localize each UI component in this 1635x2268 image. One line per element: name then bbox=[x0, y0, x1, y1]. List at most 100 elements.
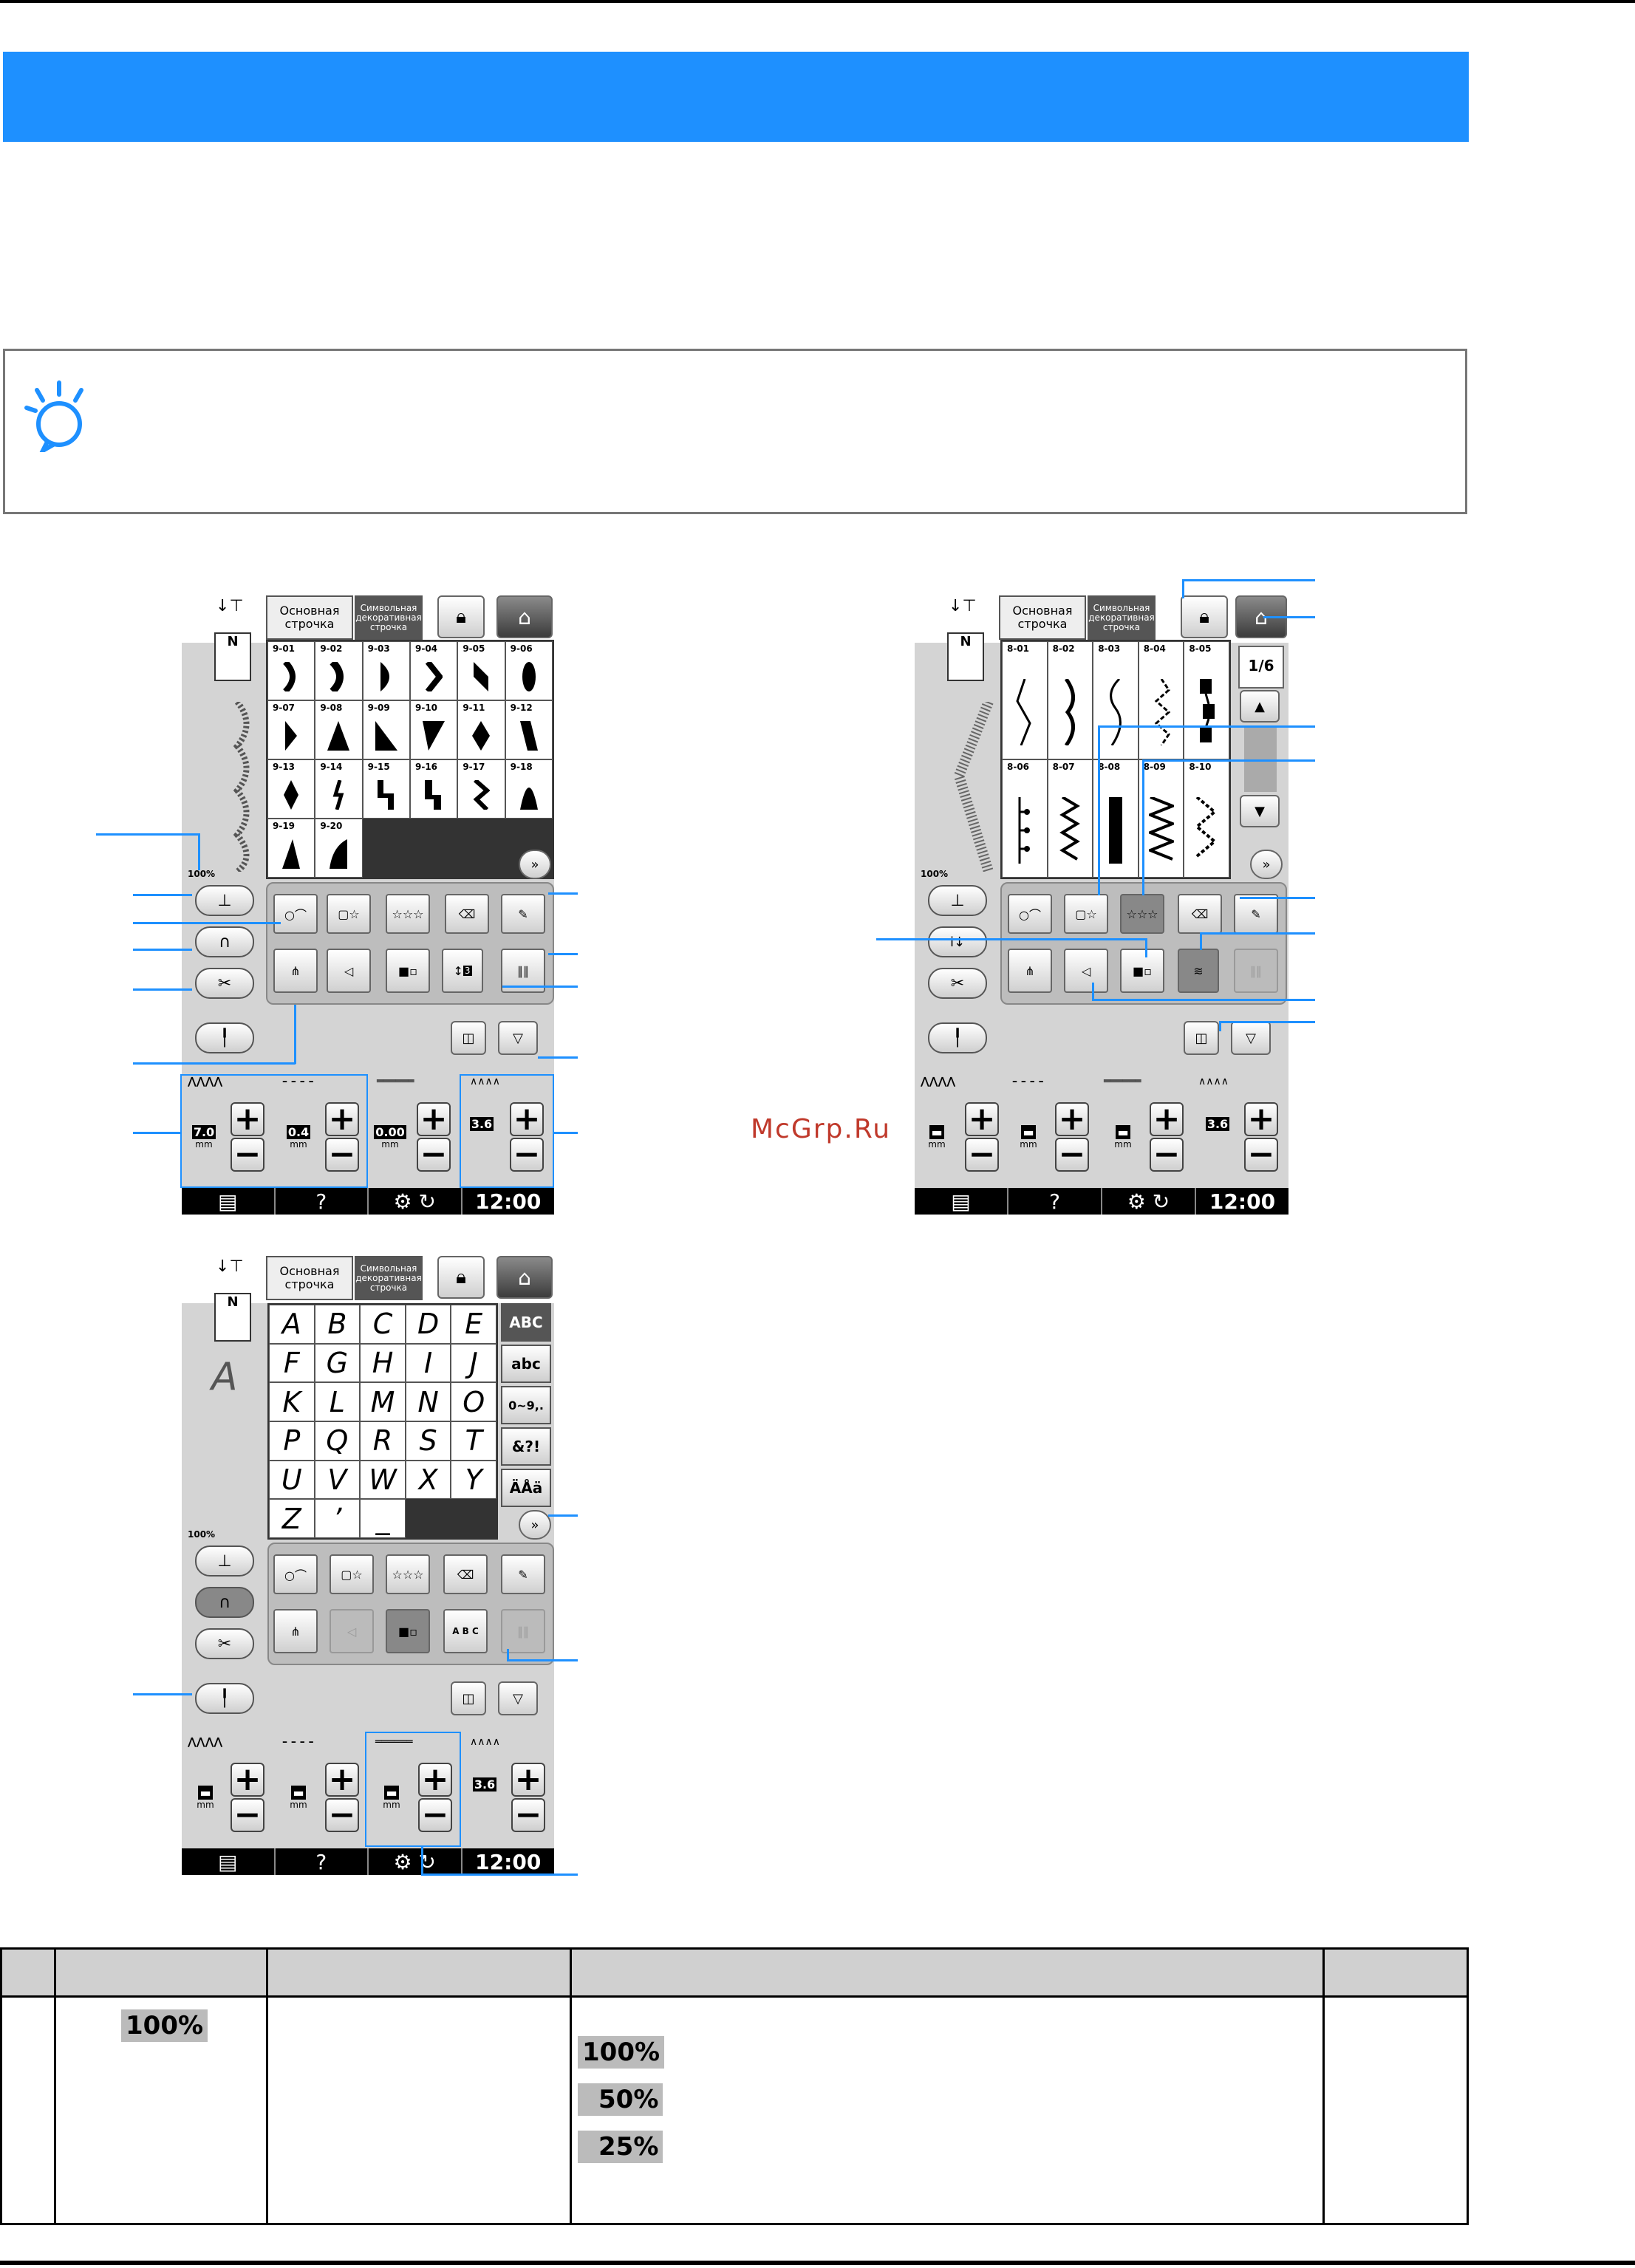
thread-cutter-button[interactable]: ✂ bbox=[928, 968, 987, 999]
twin-needle-icon[interactable]: ∥∥ bbox=[1234, 949, 1278, 993]
width-minus-button[interactable]: − bbox=[965, 1138, 999, 1172]
tension-minus-button[interactable]: − bbox=[418, 1798, 452, 1832]
stitch-cell[interactable]: 8-04 bbox=[1138, 641, 1184, 759]
tension-minus-button[interactable]: − bbox=[417, 1138, 451, 1172]
char-key[interactable]: O bbox=[451, 1382, 496, 1421]
stitch-cell[interactable]: 9-14 bbox=[315, 759, 363, 819]
stitch-cell[interactable]: 8-09 bbox=[1138, 759, 1184, 878]
length-minus-button[interactable]: − bbox=[325, 1138, 359, 1172]
tab-basic-stitch[interactable]: Основная строчка bbox=[266, 595, 353, 640]
expand-chevron-icon[interactable]: » bbox=[1250, 850, 1283, 879]
needle-position-button[interactable]: ∩ bbox=[195, 1587, 254, 1618]
char-key[interactable]: U bbox=[269, 1460, 315, 1500]
char-key[interactable]: D bbox=[405, 1305, 451, 1344]
length-plus-button[interactable]: + bbox=[325, 1763, 359, 1797]
stitch-cell[interactable]: 9-01 bbox=[267, 641, 315, 700]
expand-chevron-icon[interactable]: » bbox=[519, 850, 551, 879]
home-icon[interactable]: ⌂ bbox=[496, 1256, 553, 1299]
stitch-cell[interactable]: 9-07 bbox=[267, 700, 315, 759]
tab-character-decorative[interactable]: Символьная декоративная строчка bbox=[1088, 595, 1156, 640]
char-key[interactable]: F bbox=[269, 1343, 315, 1383]
tab-basic-stitch[interactable]: Основная строчка bbox=[999, 595, 1086, 640]
stitch-cell[interactable]: 8-03 bbox=[1093, 641, 1139, 759]
stitch-cell[interactable]: 8-07 bbox=[1047, 759, 1093, 878]
stitch-cell[interactable]: 9-20 bbox=[315, 819, 363, 878]
repeat-pattern-icon[interactable]: ☆☆☆ bbox=[386, 1554, 430, 1594]
char-key[interactable]: M bbox=[360, 1382, 406, 1421]
stitch-cell[interactable]: 9-11 bbox=[457, 700, 505, 759]
stitch-cell[interactable]: 9-15 bbox=[362, 759, 410, 819]
settings-icon[interactable]: ⚙ ↻ bbox=[369, 1848, 462, 1875]
stitch-cell[interactable]: 9-16 bbox=[410, 759, 458, 819]
manual-icon[interactable]: ◫ bbox=[451, 1021, 486, 1055]
char-key[interactable]: S bbox=[405, 1421, 451, 1461]
char-key[interactable]: V bbox=[314, 1460, 361, 1500]
char-key[interactable]: I bbox=[405, 1343, 451, 1383]
font-uppercase-button[interactable]: ABC bbox=[501, 1303, 551, 1342]
stitch-combination-icon[interactable]: ▢☆ bbox=[327, 894, 371, 934]
char-key[interactable]: Z bbox=[269, 1499, 315, 1538]
char-key[interactable]: A bbox=[269, 1305, 315, 1344]
stitch-cell[interactable]: 8-10 bbox=[1184, 759, 1229, 878]
stitch-cell[interactable]: 8-05 bbox=[1184, 641, 1229, 759]
stitch-cell[interactable]: 9-10 bbox=[410, 700, 458, 759]
char-key[interactable]: K bbox=[269, 1382, 315, 1421]
width-minus-button[interactable]: − bbox=[231, 1138, 264, 1172]
tab-character-decorative[interactable]: Символьная декоративная строчка bbox=[355, 595, 423, 640]
stitch-cell[interactable]: 9-04 bbox=[410, 641, 458, 700]
char-key[interactable]: Q bbox=[314, 1421, 361, 1461]
density-minus-button[interactable]: − bbox=[1244, 1138, 1278, 1172]
eraser-icon[interactable]: ⌫ bbox=[445, 894, 489, 934]
scroll-down-icon[interactable]: ▼ bbox=[1240, 795, 1280, 827]
char-spacing-icon[interactable]: A B C bbox=[443, 1609, 488, 1653]
eraser-icon[interactable]: ⌫ bbox=[1178, 894, 1222, 934]
char-key[interactable]: X bbox=[405, 1460, 451, 1500]
memory-pocket-icon[interactable]: ▽ bbox=[498, 1021, 538, 1055]
manual-icon[interactable]: ◫ bbox=[1184, 1021, 1219, 1055]
width-plus-button[interactable]: + bbox=[965, 1102, 999, 1136]
char-key[interactable]: L bbox=[314, 1382, 361, 1421]
stitch-cell[interactable]: 8-08 bbox=[1093, 759, 1139, 878]
density-minus-button[interactable]: − bbox=[510, 1138, 544, 1172]
stitch-combination-icon[interactable]: ▢☆ bbox=[330, 1554, 374, 1594]
density-plus-button[interactable]: + bbox=[511, 1763, 545, 1797]
stitch-cell[interactable]: 9-12 bbox=[505, 700, 553, 759]
stitch-cell[interactable]: 9-03 bbox=[362, 641, 410, 700]
tension-plus-button[interactable]: + bbox=[418, 1763, 452, 1797]
lock-icon[interactable]: 🔒︎ bbox=[437, 1256, 485, 1299]
help-button[interactable]: ? bbox=[1008, 1188, 1102, 1215]
char-key[interactable]: ’ bbox=[314, 1499, 361, 1538]
char-key[interactable]: E bbox=[451, 1305, 496, 1344]
memory-pocket-icon[interactable]: ▽ bbox=[1231, 1021, 1271, 1055]
stitch-cell[interactable]: 9-09 bbox=[362, 700, 410, 759]
stitch-cell[interactable]: 8-01 bbox=[1002, 641, 1048, 759]
char-key[interactable]: W bbox=[360, 1460, 406, 1500]
stitch-cell[interactable]: 8-06 bbox=[1002, 759, 1048, 878]
pattern-repeat-icon[interactable]: ↕3 bbox=[442, 949, 483, 993]
char-key[interactable]: C bbox=[360, 1305, 406, 1344]
start-stop-button[interactable]: ╿ bbox=[928, 1022, 987, 1053]
density-plus-button[interactable]: + bbox=[1244, 1102, 1278, 1136]
tension-plus-button[interactable]: + bbox=[417, 1102, 451, 1136]
needle-position-button[interactable]: ∩ bbox=[195, 926, 254, 957]
edit-pencil-icon[interactable]: ✎ bbox=[1234, 894, 1278, 934]
font-symbols-button[interactable]: &?! bbox=[501, 1427, 551, 1466]
char-key[interactable]: B bbox=[314, 1305, 361, 1344]
width-plus-button[interactable]: + bbox=[231, 1102, 264, 1136]
scroll-up-icon[interactable]: ▲ bbox=[1240, 690, 1280, 723]
font-lowercase-button[interactable]: abc bbox=[501, 1345, 551, 1383]
mirror-vertical-icon[interactable]: ⋔ bbox=[1008, 949, 1052, 993]
width-minus-button[interactable]: − bbox=[231, 1798, 264, 1832]
mirror-horizontal-icon[interactable]: ◁ bbox=[330, 1609, 374, 1653]
settings-icon[interactable]: ⚙ ↻ bbox=[1102, 1188, 1196, 1215]
menu-icon[interactable]: ▤ bbox=[182, 1848, 276, 1875]
char-key[interactable]: T bbox=[451, 1421, 496, 1461]
char-key[interactable]: N bbox=[405, 1382, 451, 1421]
size-icon[interactable]: ■▫ bbox=[386, 949, 430, 993]
tension-minus-button[interactable]: − bbox=[1150, 1138, 1184, 1172]
font-numbers-button[interactable]: 0~9,. bbox=[501, 1386, 551, 1424]
edit-pencil-icon[interactable]: ✎ bbox=[501, 894, 545, 934]
char-key[interactable]: Y bbox=[451, 1460, 496, 1500]
stitch-cell[interactable]: 9-06 bbox=[505, 641, 553, 700]
stitch-cell[interactable]: 9-02 bbox=[315, 641, 363, 700]
